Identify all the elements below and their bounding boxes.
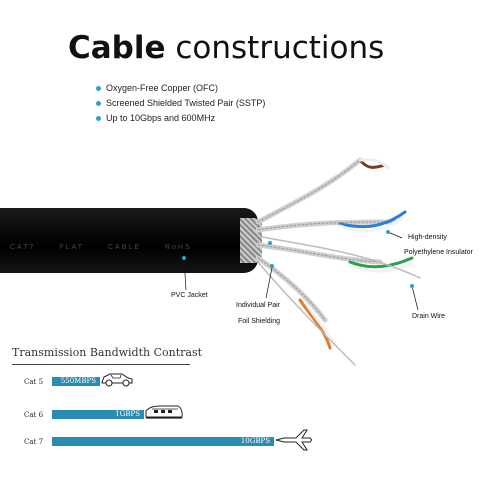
cat5-label: Cat 5 — [24, 378, 44, 386]
cat5-bar: 550MBPS — [52, 377, 100, 386]
label-pvc-jacket: PVC Jacket — [171, 292, 208, 299]
label-drain-wire: Drain Wire — [412, 313, 446, 320]
bullet-dot-icon — [96, 86, 101, 91]
cat7-label: Cat 7 — [24, 438, 44, 446]
train-icon — [145, 405, 183, 419]
feature-item: Screened Shielded Twisted Pair (SSTP) — [96, 96, 265, 111]
car-icon — [101, 373, 133, 387]
title-rest: constructions — [165, 30, 385, 66]
cat7-speed: 10GBPS — [240, 437, 270, 445]
bandwidth-title: Transmission Bandwidth Contrast — [12, 346, 203, 359]
bullet-dot-icon — [96, 116, 101, 121]
label-individual-pair: Individual Pair — [236, 302, 280, 309]
cat6-label: Cat 6 — [24, 411, 44, 419]
bullet-dot-icon — [96, 101, 101, 106]
feature-list: Oxygen-Free Copper (OFC) Screened Shield… — [96, 81, 265, 126]
bandwidth-divider — [12, 364, 190, 365]
label-foil-shielding: Foil Shielding — [238, 318, 281, 325]
page-title: Cable constructions — [68, 30, 384, 66]
label-insulator: Polyethylene Insulator — [404, 249, 473, 256]
feature-item: Oxygen-Free Copper (OFC) — [96, 81, 265, 96]
title-bold: Cable — [68, 30, 166, 66]
cat6-speed: 1GBPS — [115, 410, 140, 418]
cat5-speed: 550MBPS — [60, 377, 96, 385]
cat7-bar: 10GBPS — [52, 437, 274, 446]
cat6-bar: 1GBPS — [52, 410, 144, 419]
feature-item: Up to 10Gbps and 600MHz — [96, 111, 265, 126]
label-high-density: High-density — [408, 234, 447, 241]
airplane-icon — [275, 429, 312, 451]
